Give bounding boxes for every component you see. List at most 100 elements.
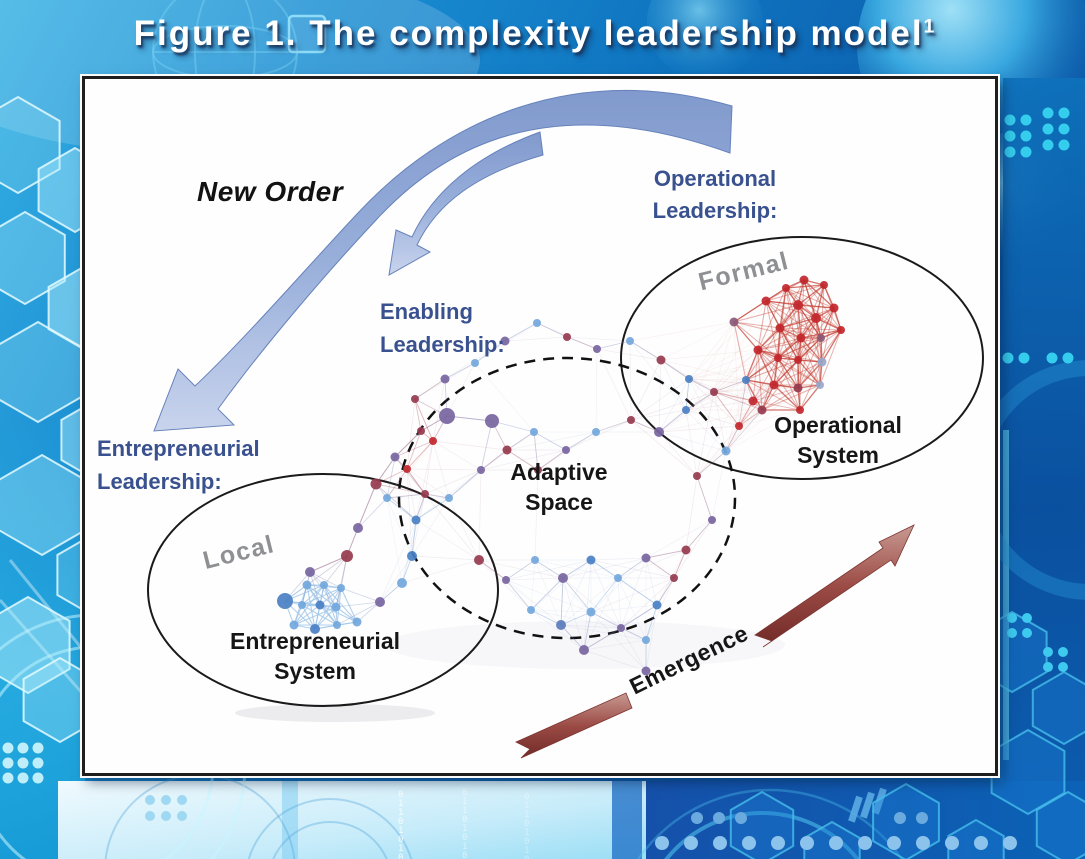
network-edge bbox=[630, 419, 660, 433]
network-edge bbox=[596, 348, 662, 361]
network-node bbox=[370, 478, 382, 490]
network-edge bbox=[725, 349, 759, 452]
network-edge bbox=[630, 391, 715, 421]
dot-icon bbox=[1058, 107, 1070, 119]
network-edge bbox=[733, 321, 802, 339]
dot-icon bbox=[1042, 123, 1054, 135]
network-node bbox=[485, 414, 499, 428]
entrepreneurial-system-label: Entrepreneurial System bbox=[230, 628, 400, 684]
network-node bbox=[417, 427, 425, 435]
network-node bbox=[586, 555, 596, 565]
network-edge bbox=[560, 577, 564, 626]
network-edge bbox=[685, 409, 727, 452]
network-edge bbox=[583, 627, 622, 651]
network-edge bbox=[530, 577, 564, 611]
network-edge bbox=[658, 359, 662, 433]
network-node bbox=[411, 515, 421, 525]
network-edge bbox=[752, 387, 799, 402]
network-edge bbox=[530, 609, 592, 613]
network-edge bbox=[803, 279, 835, 309]
network-edge bbox=[309, 555, 348, 573]
network-edge bbox=[323, 584, 358, 623]
network-edge bbox=[386, 456, 396, 499]
network-edge bbox=[629, 340, 632, 421]
network-node bbox=[474, 555, 484, 565]
network-edge bbox=[630, 378, 690, 421]
network-node bbox=[748, 396, 758, 406]
network-edge bbox=[617, 549, 687, 579]
network-edge bbox=[745, 379, 775, 386]
network-edge bbox=[688, 359, 799, 380]
network-edge bbox=[530, 609, 622, 629]
emergence-arrow-upper bbox=[754, 524, 915, 648]
dot-icon bbox=[2, 757, 14, 769]
dot-icon bbox=[1018, 352, 1030, 364]
network-edge bbox=[713, 321, 735, 393]
dot-icon bbox=[32, 757, 44, 769]
network-edge bbox=[696, 450, 727, 477]
network-edge bbox=[533, 431, 567, 451]
network-edge bbox=[415, 497, 450, 521]
network-node bbox=[563, 333, 571, 341]
network-node bbox=[390, 452, 400, 462]
network-edge bbox=[505, 577, 564, 581]
network-edge bbox=[505, 559, 536, 581]
dot-icon bbox=[1058, 123, 1070, 135]
network-edge bbox=[799, 337, 802, 411]
network-edge bbox=[534, 559, 619, 579]
network-edge bbox=[415, 493, 426, 521]
entrepreneurial-system-ellipse bbox=[147, 473, 499, 707]
figure-title-text: Figure 1. The complexity leadership mode… bbox=[133, 14, 924, 53]
network-edge bbox=[779, 307, 835, 329]
dot-icon bbox=[177, 795, 187, 805]
network-node bbox=[753, 345, 763, 355]
new-order-label: New Order bbox=[197, 176, 344, 207]
network-edge bbox=[480, 449, 567, 471]
network-edge bbox=[617, 557, 647, 579]
network-node bbox=[586, 607, 596, 617]
dot-icon bbox=[1046, 352, 1058, 364]
hexagon-icon bbox=[0, 595, 71, 695]
dot-icon bbox=[858, 836, 872, 850]
sphere-top-middle bbox=[647, 0, 763, 80]
network-edge bbox=[685, 321, 735, 411]
network-edge bbox=[761, 387, 799, 411]
dot-icon bbox=[829, 836, 843, 850]
network-edge bbox=[685, 475, 698, 551]
network-edge bbox=[411, 493, 426, 557]
network-edge bbox=[590, 557, 647, 613]
network-edge bbox=[590, 557, 647, 561]
network-edge bbox=[685, 409, 698, 477]
network-edge bbox=[752, 361, 823, 402]
right-strip bbox=[1003, 78, 1085, 859]
dot-icon bbox=[1058, 647, 1068, 657]
dot-icon bbox=[145, 811, 155, 821]
network-edge bbox=[645, 549, 687, 559]
dot-icon bbox=[655, 836, 669, 850]
network-edge bbox=[711, 450, 727, 521]
network-edge bbox=[658, 409, 687, 433]
enabling-leadership-label: Enabling Leadership: bbox=[380, 299, 505, 357]
bottom-bar-2 bbox=[282, 781, 298, 859]
network-edge bbox=[401, 493, 426, 584]
network-edge bbox=[738, 357, 779, 427]
network-edge bbox=[560, 577, 619, 626]
network-node bbox=[353, 523, 363, 533]
dot-icon bbox=[1022, 628, 1032, 638]
dot-icon bbox=[1058, 662, 1068, 672]
network-edge bbox=[797, 304, 822, 339]
network-edge bbox=[375, 483, 426, 495]
network-edge bbox=[752, 349, 759, 402]
network-edge bbox=[375, 483, 417, 521]
network-edge bbox=[491, 420, 535, 433]
network-edge bbox=[797, 284, 825, 306]
network-edge bbox=[335, 601, 381, 608]
network-node bbox=[793, 300, 803, 310]
network-edge bbox=[797, 317, 817, 361]
network-node bbox=[820, 281, 828, 289]
network-node bbox=[811, 313, 821, 323]
network-edge bbox=[630, 419, 698, 477]
network-edge bbox=[685, 519, 713, 551]
network-edge bbox=[800, 307, 835, 339]
network-node bbox=[558, 573, 568, 583]
